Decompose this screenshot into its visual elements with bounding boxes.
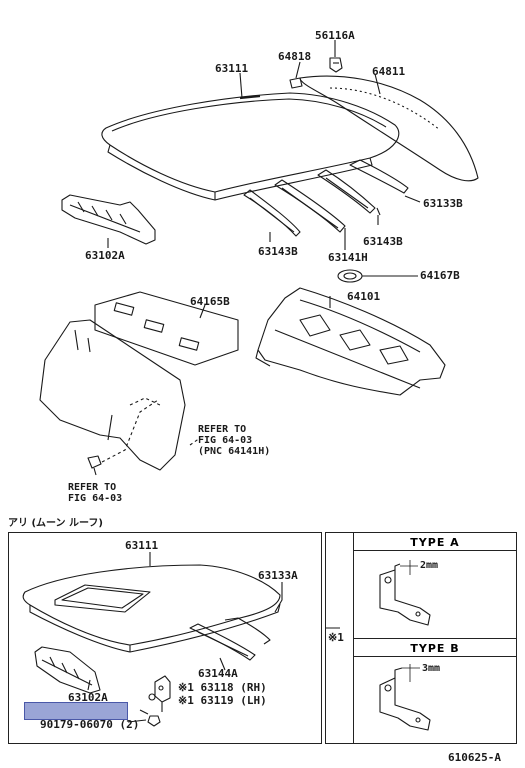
figure-code: 610625-A — [448, 751, 501, 764]
label-64101: 64101 — [347, 290, 381, 303]
leader-63133B — [404, 195, 421, 203]
lower-label-90179: 90179-06070 (2) — [40, 718, 140, 731]
moonroof-front-header — [34, 646, 101, 694]
clip-part — [329, 57, 343, 73]
label-64811: 64811 — [372, 65, 406, 78]
leader-64818 — [295, 61, 301, 79]
lower-section-title: アリ (ムーン ルーフ) — [8, 518, 104, 529]
type-a-header-line — [353, 550, 517, 551]
lower-label-63144A: 63144A — [198, 667, 238, 680]
refer-note-1-line1: REFER TO — [198, 424, 247, 435]
label-63143B-right: 63143B — [363, 235, 403, 248]
label-63111: 63111 — [215, 62, 249, 75]
type-frame-spacer — [353, 532, 517, 533]
rear-trim-board — [39, 319, 186, 471]
leader-64165B — [199, 304, 206, 319]
leader-63111 — [239, 72, 243, 99]
nut-fastener — [139, 693, 161, 727]
roof-panel — [101, 92, 400, 201]
front-header-rail — [61, 194, 156, 245]
type-b-dimension: 3mm — [422, 663, 441, 674]
leader-lower-90179 — [127, 719, 147, 723]
highlight-selection[interactable] — [24, 702, 128, 720]
lower-label-63133A: 63133A — [258, 569, 298, 582]
leader-dashed — [101, 399, 159, 463]
label-63143B-left: 63143B — [258, 245, 298, 258]
lower-label-63111: 63111 — [125, 539, 159, 552]
leader-lower-63102A — [87, 679, 91, 691]
refer-note-2-line2: FIG 64-03 — [68, 493, 123, 504]
leader-lower-63133A — [274, 582, 283, 613]
lower-label-63118: ※1 63118 (RH) — [178, 681, 267, 694]
package-tray-panel — [255, 287, 446, 396]
label-63102A: 63102A — [85, 249, 125, 262]
refer-note-1-line3: (PNC 64141H) — [198, 446, 271, 457]
roof-bows — [243, 159, 409, 240]
type-b-heading: TYPE B — [410, 642, 460, 655]
lower-section-frame — [8, 532, 322, 744]
grommet-part — [337, 269, 363, 283]
label-63141H: 63141H — [328, 251, 368, 264]
lower-label-63119: ※1 63119 (LH) — [178, 694, 267, 707]
lower-label-63102A: 63102A — [68, 691, 108, 704]
type-a-dimension: 2mm — [420, 560, 439, 571]
type-b-detail — [379, 664, 431, 731]
grommet-hole — [343, 272, 357, 280]
type-b-header-line — [353, 656, 517, 657]
label-63133B: 63133B — [423, 197, 463, 210]
label-64167B: 64167B — [420, 269, 460, 282]
leader-64811 — [374, 73, 381, 95]
label-64818: 64818 — [278, 50, 312, 63]
leader-lower-63144A — [219, 657, 226, 671]
label-64165B: 64165B — [190, 295, 230, 308]
leader-dashed — [189, 437, 201, 446]
type-a-detail — [379, 560, 431, 626]
pad-part — [289, 77, 303, 89]
type-divider-line — [353, 638, 517, 639]
type-marker: ※1 — [328, 631, 344, 644]
label-56116A: 56116A — [315, 29, 355, 42]
moonroof-rear-bow — [189, 617, 271, 661]
trim-pad — [94, 291, 239, 366]
rear-window-glass — [299, 75, 479, 182]
refer-note-2-line1: REFER TO — [68, 482, 117, 493]
clip-fastener — [87, 455, 102, 476]
type-a-heading: TYPE A — [410, 536, 460, 549]
moonroof-panel — [22, 564, 281, 653]
refer-note-1-line2: FIG 64-03 — [198, 435, 253, 446]
